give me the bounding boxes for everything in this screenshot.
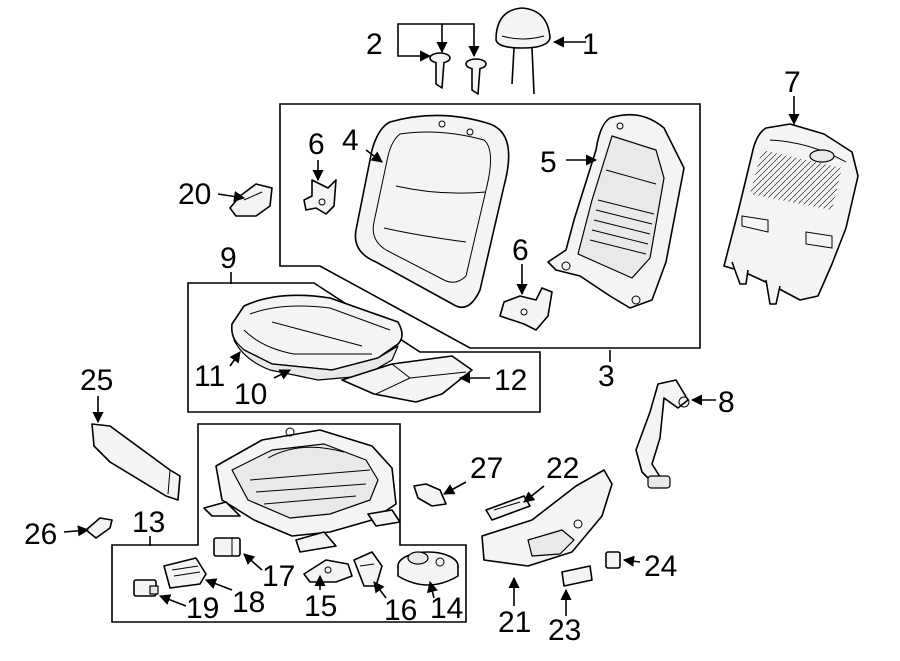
callout-10: 10: [234, 378, 267, 411]
switch-knob: [561, 565, 593, 587]
callout-19: 19: [186, 592, 219, 625]
headrest: [495, 7, 551, 95]
seatback-cover: [354, 114, 510, 309]
sensor: [133, 579, 159, 597]
callout-21: 21: [498, 606, 531, 639]
seat-belt-buckle: [635, 379, 690, 489]
recliner-trim: [229, 183, 273, 217]
callout-6-lower: 6: [512, 234, 529, 267]
callout-12: 12: [494, 364, 527, 397]
callout-7: 7: [784, 66, 801, 99]
callout-9: 9: [220, 242, 237, 275]
switch-cover: [353, 551, 383, 587]
recliner-knob: [605, 551, 621, 569]
outer-side-trim: [91, 423, 181, 501]
control-unit: [163, 557, 207, 589]
seat-shield: [303, 559, 353, 583]
power-switch: [485, 495, 531, 521]
callout-11: 11: [194, 360, 225, 393]
callout-18: 18: [232, 586, 265, 619]
callout-2: 2: [366, 28, 383, 61]
callout-13: 13: [132, 506, 165, 539]
seatback-group-frame: [279, 103, 701, 349]
callout-20: 20: [178, 178, 211, 211]
hook-bracket: [413, 483, 447, 507]
seatback-back-panel: [723, 123, 859, 305]
callout-labels: 1 2 3 4 5 6 6 7 8 9 10 11 12 13 14 15 16…: [24, 28, 801, 647]
bracket-lower: [499, 287, 553, 331]
callout-5: 5: [540, 146, 557, 179]
callout-22: 22: [546, 452, 579, 485]
callout-14: 14: [430, 592, 463, 625]
leader-lines: [63, 23, 800, 616]
callout-25: 25: [80, 364, 113, 397]
seat-track-frame: [203, 427, 401, 553]
end-cover: [85, 517, 113, 539]
callout-27: 27: [470, 452, 503, 485]
callout-17: 17: [262, 560, 295, 593]
bracket-upper: [303, 179, 337, 215]
seatback-frame: [547, 113, 685, 309]
callout-8: 8: [718, 386, 735, 419]
lumbar-motor: [397, 551, 459, 586]
callout-15: 15: [304, 590, 337, 623]
cushion-pad: [341, 355, 473, 403]
callout-24: 24: [644, 550, 677, 583]
callout-23: 23: [548, 614, 581, 647]
cushion-group-frame: [187, 282, 541, 413]
headrest-guides: [429, 52, 487, 95]
track-group-frame: [111, 423, 467, 623]
callout-1: 1: [582, 28, 599, 61]
control-module: [213, 537, 241, 557]
callout-4: 4: [342, 124, 359, 157]
callout-26: 26: [24, 518, 57, 551]
callout-3: 3: [598, 360, 615, 393]
callout-16: 16: [384, 594, 417, 627]
side-shield: [481, 469, 613, 567]
seat-cushion: [230, 294, 403, 381]
callout-6-upper: 6: [308, 128, 325, 161]
